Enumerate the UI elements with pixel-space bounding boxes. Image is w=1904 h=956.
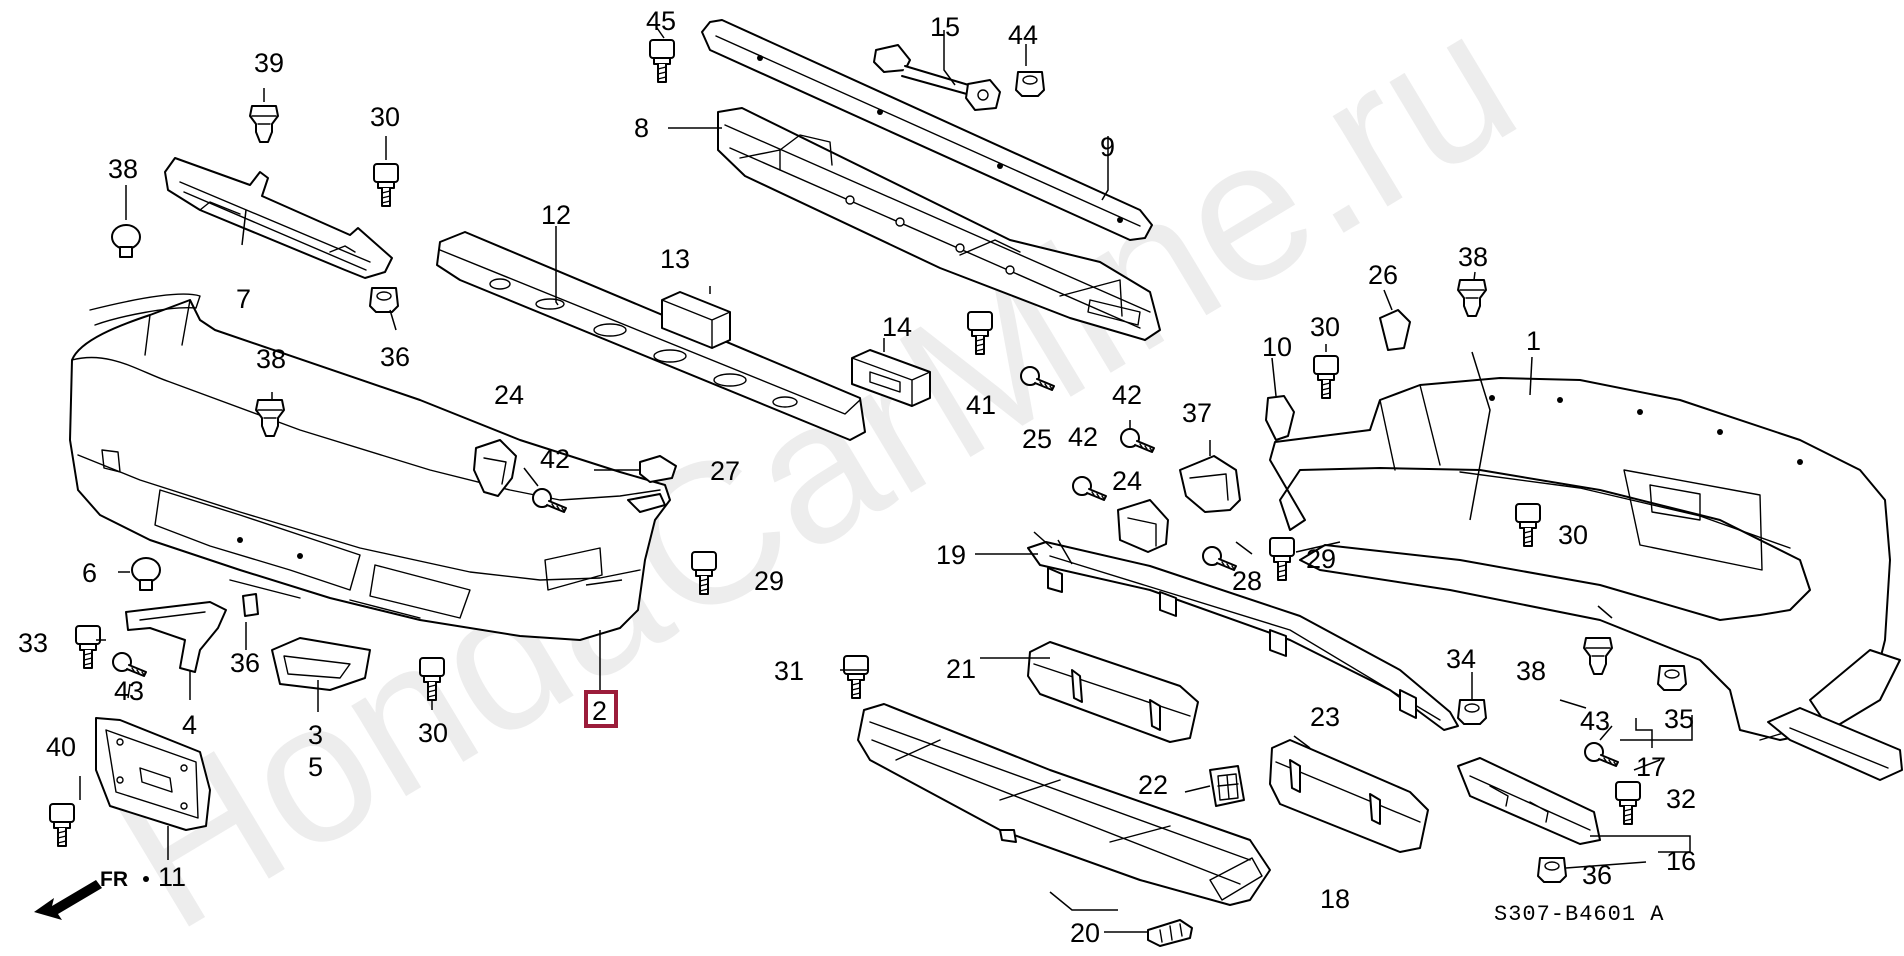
- part-24-bracket-upper: [473, 439, 517, 497]
- callout-18: 18: [1320, 884, 1350, 914]
- part-23-rear-bracket: [1269, 739, 1429, 853]
- part-37-bracket: [1179, 455, 1241, 513]
- callout-38: 38: [1458, 242, 1488, 272]
- callout-3: 3: [308, 720, 323, 750]
- callout-11: 11: [158, 862, 186, 892]
- callout-30: 30: [1310, 312, 1340, 342]
- part-1-rear-bumper: [1269, 377, 1901, 741]
- callout-33: 33: [18, 628, 48, 658]
- callout-2-highlight-box: [584, 690, 618, 728]
- callout-36: 36: [1582, 860, 1612, 890]
- callout-36: 36: [380, 342, 410, 372]
- part-3-lamp: [271, 637, 371, 691]
- callout-15: 15: [930, 12, 960, 42]
- callout-29: 29: [1306, 544, 1336, 574]
- part-4-bracket: [125, 601, 227, 673]
- part-7-grille-bracket: [164, 157, 393, 279]
- callout-27: 27: [710, 456, 740, 486]
- callout-13: 13: [660, 244, 690, 274]
- part-36-clip-front: [242, 593, 259, 617]
- part-26-clip: [1379, 309, 1411, 351]
- callout-20: 20: [1070, 918, 1100, 948]
- callout-36: 36: [230, 648, 260, 678]
- callout-42: 42: [1112, 380, 1142, 410]
- callout-29: 29: [754, 566, 784, 596]
- callout-24: 24: [1112, 466, 1142, 496]
- callout-34: 34: [1446, 644, 1476, 674]
- callout-9: 9: [1100, 132, 1115, 162]
- diagram-code: S307-B4601 A: [1494, 902, 1664, 927]
- callout-2-highlighted: 2: [584, 690, 618, 728]
- front-direction-arrow: FR: [34, 868, 149, 920]
- part-11-license-plate-bracket: [95, 717, 211, 831]
- callout-38: 38: [1516, 656, 1546, 686]
- callout-4: 4: [182, 710, 197, 740]
- part-8-front-beam: [717, 107, 1161, 341]
- part-10-clip: [1265, 395, 1295, 441]
- leader-lines: [79, 27, 1693, 933]
- fr-label: FR: [100, 868, 128, 891]
- callout-30: 30: [418, 718, 448, 748]
- part-24-bracket-lower: [1117, 499, 1169, 553]
- callout-37: 37: [1182, 398, 1212, 428]
- callout-7: 7: [236, 284, 251, 314]
- callout-39: 39: [254, 48, 284, 78]
- callout-38: 38: [256, 344, 286, 374]
- part-15-strut: [873, 44, 1001, 111]
- callout-25: 25: [1022, 424, 1052, 454]
- callout-6: 6: [82, 558, 97, 588]
- callout-19: 19: [936, 540, 966, 570]
- callout-10: 10: [1262, 332, 1292, 362]
- callout-16: 16: [1666, 846, 1696, 876]
- callout-22: 22: [1138, 770, 1168, 800]
- part-27-clip: [639, 455, 677, 483]
- callout-30: 30: [370, 102, 400, 132]
- callout-1: 1: [1526, 326, 1541, 356]
- part-17-rear-grille-strip: [1767, 707, 1903, 781]
- callout-31: 31: [774, 656, 804, 686]
- callout-17: 17: [1636, 752, 1666, 782]
- callout-21: 21: [946, 654, 976, 684]
- part-2-front-bumper: [69, 293, 671, 641]
- callout-35: 35: [1664, 704, 1694, 734]
- part-6-button: [131, 557, 161, 591]
- callout-5: 5: [308, 752, 323, 782]
- part-20-pad: [1147, 919, 1193, 947]
- callout-44: 44: [1008, 20, 1038, 50]
- callout-24: 24: [494, 380, 524, 410]
- callout-42: 42: [540, 444, 570, 474]
- part-14-pad: [851, 349, 931, 407]
- part-12-front-absorber: [436, 231, 866, 441]
- part-16-rear-lamp: [1457, 757, 1601, 845]
- callout-43: 43: [114, 676, 144, 706]
- callout-45: 45: [646, 6, 676, 36]
- callout-26: 26: [1368, 260, 1398, 290]
- callout-23: 23: [1310, 702, 1340, 732]
- part-22-pad: [1209, 765, 1245, 807]
- callout-40: 40: [46, 732, 76, 762]
- part-21-rear-bracket: [1027, 641, 1199, 743]
- callout-8: 8: [634, 113, 649, 143]
- part-13-pad: [661, 291, 731, 349]
- callout-32: 32: [1666, 784, 1696, 814]
- callout-labels: 39 30 38 7 36 38 12 13 14 45 15 44 8 9 2…: [18, 6, 1696, 948]
- callout-28: 28: [1232, 566, 1262, 596]
- callout-43: 43: [1580, 706, 1610, 736]
- callout-42: 42: [1068, 422, 1098, 452]
- callout-12: 12: [541, 200, 571, 230]
- callout-41: 41: [966, 390, 996, 420]
- callout-30: 30: [1558, 520, 1588, 550]
- callout-2: 2: [592, 696, 607, 726]
- callout-14: 14: [882, 312, 912, 342]
- part-18-rear-lower-beam: [857, 703, 1271, 906]
- part-9-upper-beam: [701, 19, 1153, 241]
- callout-38: 38: [108, 154, 138, 184]
